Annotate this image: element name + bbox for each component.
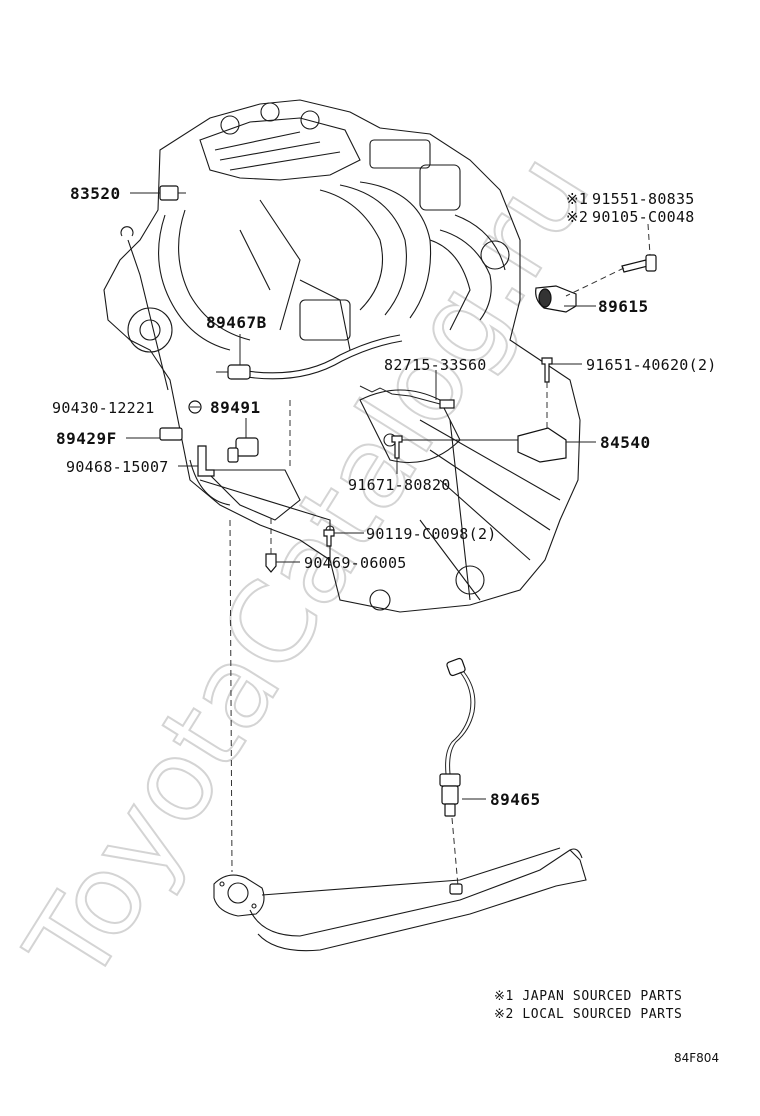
engine-assembly: [103, 99, 581, 613]
part-labels: 83520 ※1 91551-80835 ※2 90105-C0048 8961…: [52, 184, 717, 809]
oil-pressure-switch: [159, 185, 179, 201]
exhaust-pipe: [213, 847, 587, 952]
temperature-sensor: [159, 427, 183, 441]
label-91551-prefix: ※1: [566, 190, 588, 208]
label-91651: 91651-40620(2): [586, 356, 717, 374]
label-82715: 82715-33S60: [384, 356, 487, 374]
oxygen-sensor-89465: [439, 657, 476, 817]
label-90430: 90430-12221: [52, 399, 155, 417]
label-90105-prefix: ※2: [566, 208, 588, 226]
bolt: [541, 357, 553, 383]
label-91671: 91671-80820: [348, 476, 451, 494]
label-91551: 91551-80835: [592, 190, 695, 208]
diagram-code: 84F804: [674, 1051, 719, 1065]
label-90468: 90468-15007: [66, 458, 169, 476]
note-local-sourced: ※2 LOCAL SOURCED PARTS: [494, 1007, 682, 1022]
note-japan-sourced: ※1 JAPAN SOURCED PARTS: [494, 989, 682, 1004]
label-89491: 89491: [210, 398, 261, 417]
label-89429F: 89429F: [56, 429, 117, 448]
notes: ※1 JAPAN SOURCED PARTS ※2 LOCAL SOURCED …: [494, 989, 682, 1022]
stud-bolt: [621, 259, 649, 273]
label-90105: 90105-C0048: [592, 208, 695, 226]
speed-sensor: [235, 437, 259, 457]
neutral-start-switch: [517, 427, 567, 463]
air-fuel-sensor: [227, 364, 251, 380]
label-89615: 89615: [598, 297, 649, 316]
label-84540: 84540: [600, 433, 651, 452]
label-83520: 83520: [70, 184, 121, 203]
label-90119: 90119-C0098(2): [366, 525, 497, 543]
label-89467B: 89467B: [206, 313, 267, 332]
label-89465: 89465: [490, 790, 541, 809]
label-90469: 90469-06005: [304, 554, 407, 572]
clamp: [197, 445, 215, 477]
leader-lines: [126, 192, 651, 887]
